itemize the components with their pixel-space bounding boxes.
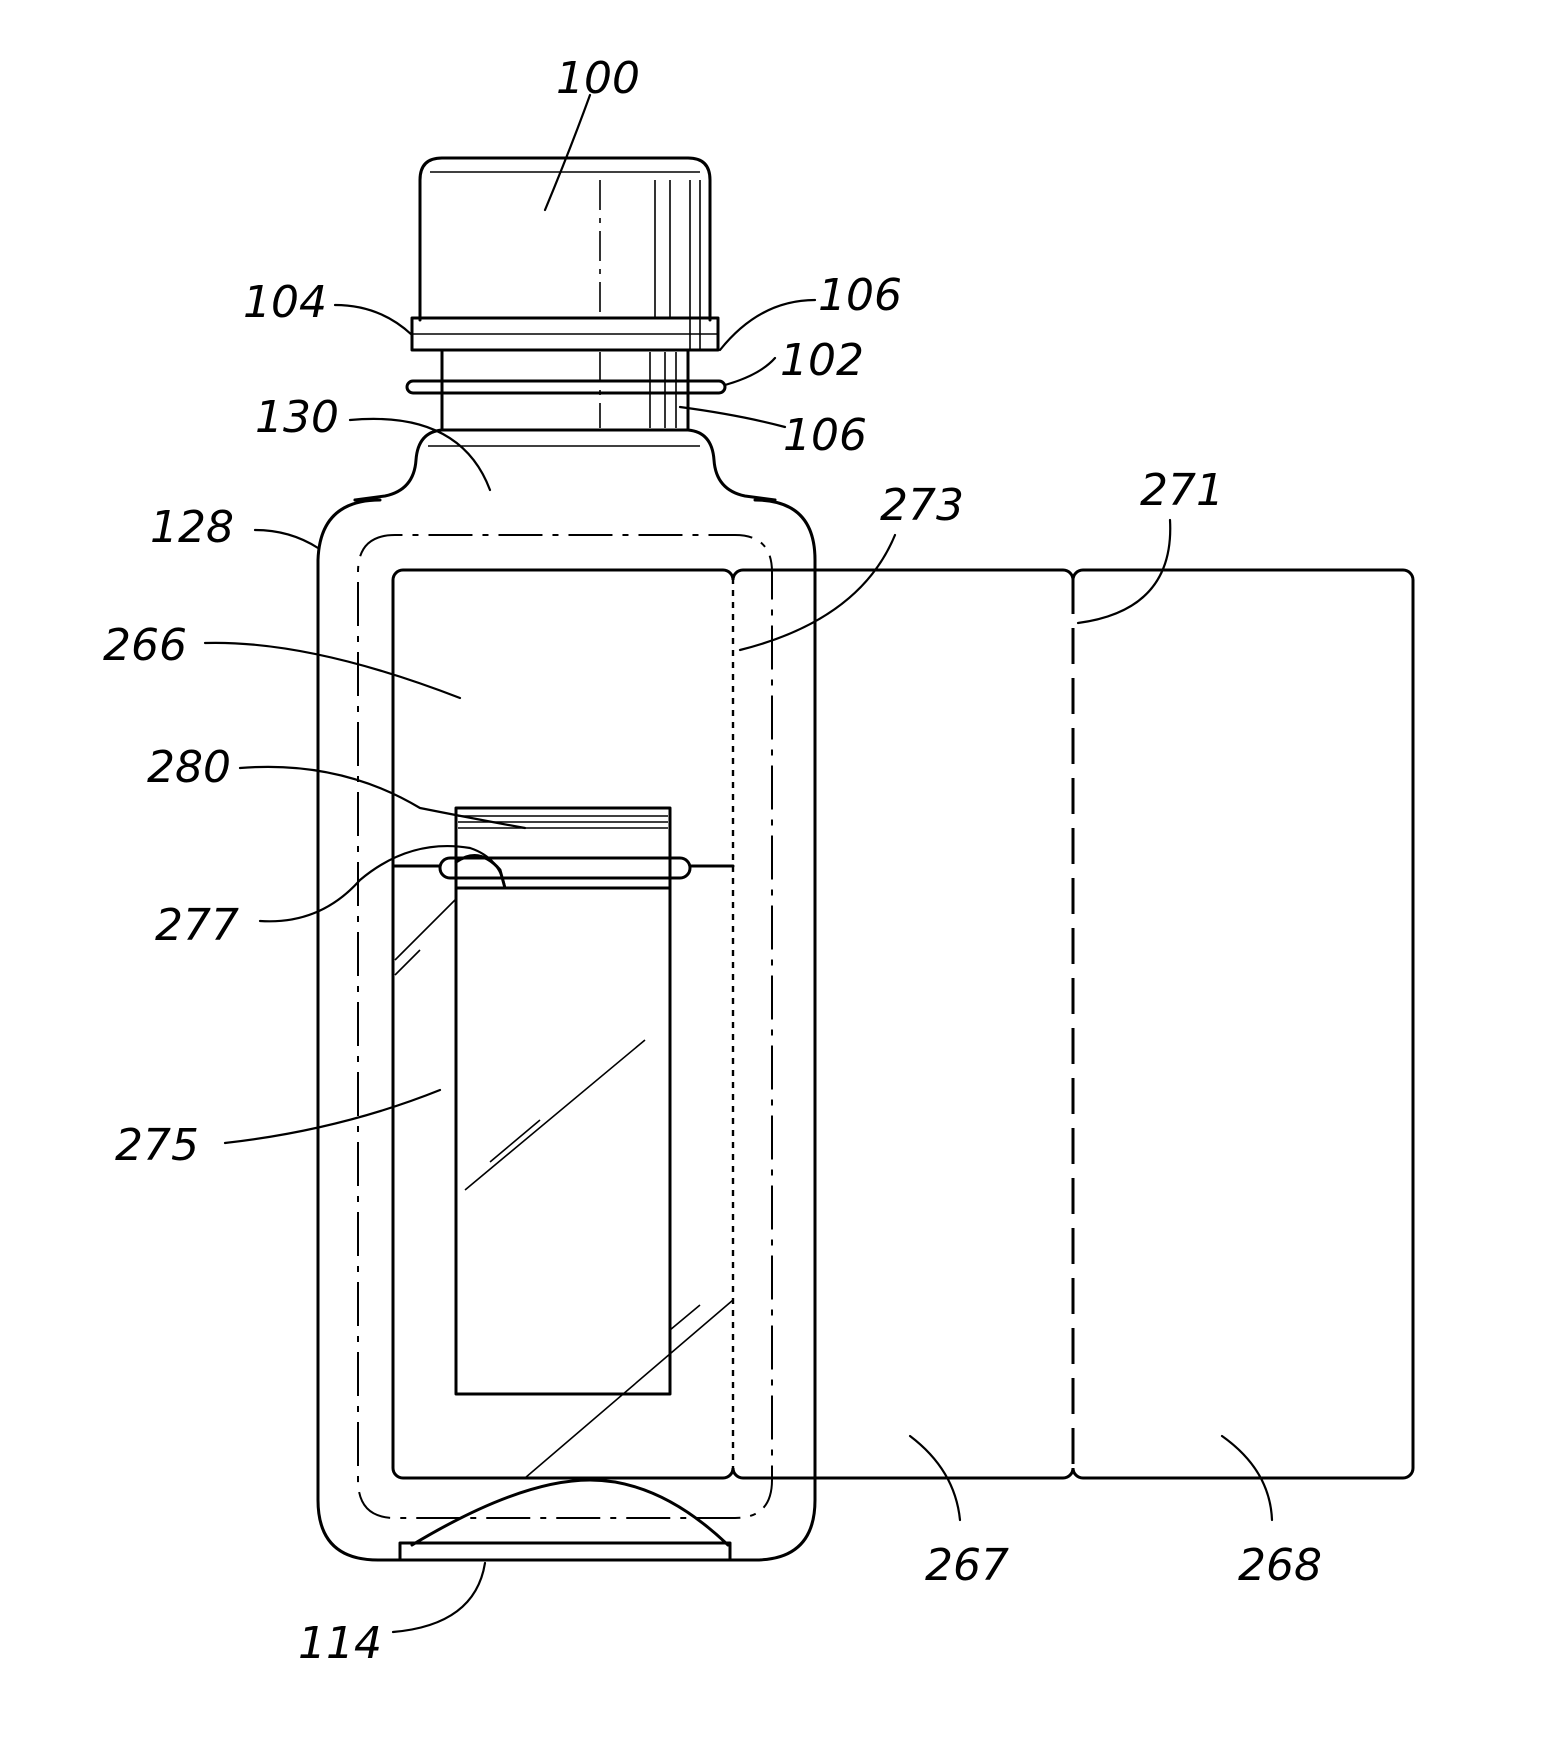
panel-middle xyxy=(733,570,1073,1478)
base xyxy=(400,1480,730,1560)
label-128: 128 xyxy=(150,502,234,553)
label-273: 273 xyxy=(880,480,964,531)
label-277: 277 xyxy=(155,900,239,951)
window xyxy=(395,808,733,1478)
label-114: 114 xyxy=(298,1618,382,1669)
label-280: 280 xyxy=(147,742,231,793)
label-271: 271 xyxy=(1140,465,1224,516)
neck xyxy=(407,350,725,430)
slit xyxy=(393,858,733,878)
label-100: 100 xyxy=(556,53,640,104)
label-267: 267 xyxy=(925,1540,1009,1591)
shoulder xyxy=(355,430,775,500)
label-266: 266 xyxy=(103,620,187,671)
label xyxy=(393,570,1413,1478)
reference-labels: 100 104 106 102 106 130 128 266 280 277 … xyxy=(103,53,1322,1669)
label-104: 104 xyxy=(243,277,327,328)
neck-ring xyxy=(407,381,725,393)
panel-end xyxy=(1073,570,1413,1478)
label-268: 268 xyxy=(1238,1540,1322,1591)
label-106-lower: 106 xyxy=(783,410,867,461)
cap-band xyxy=(412,318,718,350)
label-130: 130 xyxy=(255,392,339,443)
window-frame xyxy=(456,808,670,1394)
panel-front xyxy=(393,570,733,1478)
label-102: 102 xyxy=(780,335,864,386)
cap xyxy=(420,158,710,320)
leader-lines xyxy=(205,95,1272,1632)
label-106-upper: 106 xyxy=(818,270,902,321)
label-275: 275 xyxy=(115,1120,199,1171)
